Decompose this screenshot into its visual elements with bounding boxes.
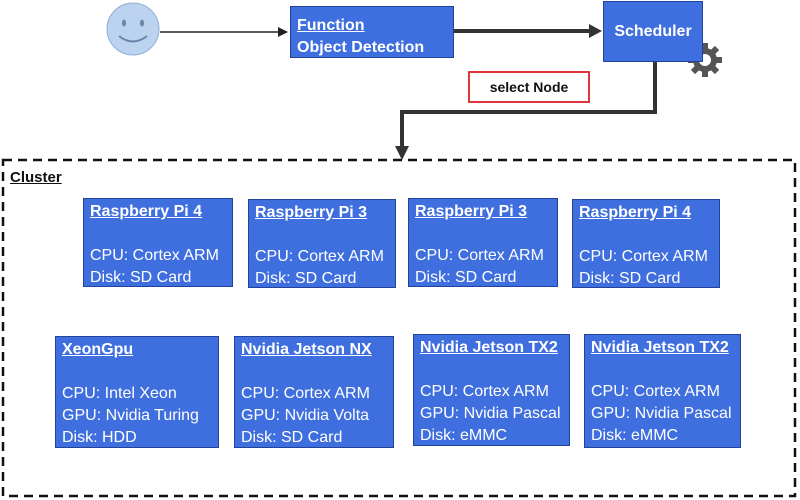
node-cpu: CPU: Cortex ARM bbox=[415, 247, 544, 264]
node-cpu: CPU: Cortex ARM bbox=[420, 383, 549, 400]
node-box[interactable]: Nvidia Jetson TX2 CPU: Cortex ARM GPU: N… bbox=[413, 334, 570, 446]
node-disk: Disk: SD Card bbox=[579, 270, 681, 287]
function-name: Object Detection bbox=[297, 39, 425, 56]
node-disk: Disk: SD Card bbox=[415, 269, 517, 286]
function-box[interactable]: Function Object Detection bbox=[290, 6, 454, 58]
scheduler-to-cluster-arrowhead bbox=[395, 146, 409, 160]
node-gpu: GPU: Nvidia Pascal bbox=[591, 405, 732, 422]
node-box[interactable]: Raspberry Pi 3 CPU: Cortex ARM Disk: SD … bbox=[408, 198, 558, 287]
node-title: Raspberry Pi 4 bbox=[90, 203, 203, 220]
node-disk: Disk: SD Card bbox=[241, 429, 343, 446]
select-node-text: select Node bbox=[489, 79, 569, 95]
node-cpu: CPU: Intel Xeon bbox=[62, 385, 177, 402]
node-cpu: CPU: Cortex ARM bbox=[90, 247, 219, 264]
cluster-label: Cluster bbox=[10, 169, 62, 186]
node-cpu: CPU: Cortex ARM bbox=[579, 248, 708, 265]
node-title: Raspberry Pi 4 bbox=[579, 204, 692, 221]
node-title: Nvidia Jetson NX bbox=[241, 341, 372, 358]
node-box[interactable]: Nvidia Jetson NX CPU: Cortex ARM GPU: Nv… bbox=[234, 336, 394, 448]
node-box[interactable]: Nvidia Jetson TX2 CPU: Cortex ARM GPU: N… bbox=[584, 334, 741, 448]
node-gpu: GPU: Nvidia Volta bbox=[241, 407, 370, 424]
node-box[interactable]: XeonGpu CPU: Intel Xeon GPU: Nvidia Turi… bbox=[55, 336, 219, 448]
node-title: Raspberry Pi 3 bbox=[255, 204, 368, 221]
node-disk: Disk: eMMC bbox=[591, 427, 679, 444]
node-box[interactable]: Raspberry Pi 4 CPU: Cortex ARM Disk: SD … bbox=[83, 198, 233, 287]
node-disk: Disk: HDD bbox=[62, 429, 137, 446]
node-box[interactable]: Raspberry Pi 3 CPU: Cortex ARM Disk: SD … bbox=[248, 199, 396, 288]
function-title: Function bbox=[297, 17, 365, 34]
node-cpu: CPU: Cortex ARM bbox=[591, 383, 720, 400]
node-title: XeonGpu bbox=[62, 341, 134, 358]
node-title: Nvidia Jetson TX2 bbox=[591, 339, 729, 356]
node-cpu: CPU: Cortex ARM bbox=[241, 385, 370, 402]
node-title: Raspberry Pi 3 bbox=[415, 203, 528, 220]
scheduler-label: Scheduler bbox=[614, 22, 692, 40]
node-box[interactable]: Raspberry Pi 4 CPU: Cortex ARM Disk: SD … bbox=[572, 199, 720, 288]
scheduler-box[interactable]: Scheduler bbox=[603, 1, 703, 62]
node-title: Nvidia Jetson TX2 bbox=[420, 339, 558, 356]
node-gpu: GPU: Nvidia Pascal bbox=[420, 405, 561, 422]
node-disk: Disk: SD Card bbox=[90, 269, 192, 286]
node-disk: Disk: SD Card bbox=[255, 270, 357, 287]
node-gpu: GPU: Nvidia Turing bbox=[62, 407, 199, 424]
scheduler-to-cluster-line bbox=[400, 62, 657, 148]
function-to-scheduler-arrowhead bbox=[589, 24, 602, 38]
cluster-border bbox=[1, 158, 797, 498]
node-disk: Disk: eMMC bbox=[420, 427, 508, 444]
smiley-face-icon bbox=[106, 2, 160, 56]
node-cpu: CPU: Cortex ARM bbox=[255, 248, 384, 265]
select-node-label: select Node bbox=[468, 71, 590, 103]
